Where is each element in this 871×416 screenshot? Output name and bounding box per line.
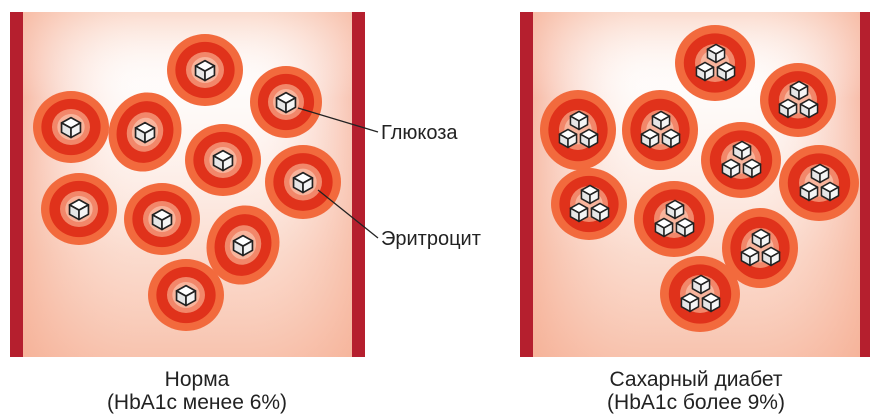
erythrocyte bbox=[675, 25, 755, 101]
glucose-cube-icon bbox=[214, 151, 233, 171]
glucose-cube-icon bbox=[559, 129, 576, 147]
glucose-cube-icon bbox=[779, 99, 796, 117]
vessel-wall-right bbox=[860, 12, 870, 357]
erythrocyte bbox=[41, 173, 117, 245]
caption-normal-title: Норма bbox=[47, 368, 347, 391]
glucose-cube-icon bbox=[70, 200, 89, 220]
glucose-cube-icon bbox=[800, 99, 817, 117]
glucose-cube-icon bbox=[196, 61, 215, 81]
glucose-cube-icon bbox=[570, 203, 587, 221]
glucose-cube-icon bbox=[652, 111, 669, 129]
glucose-cube-icon bbox=[821, 182, 838, 200]
glucose-cube-icon bbox=[666, 200, 683, 218]
erythrocyte-label: Эритроцит bbox=[381, 228, 481, 250]
glucose-cube-icon bbox=[800, 182, 817, 200]
glucose-cube-icon bbox=[277, 93, 296, 113]
glucose-cube-icon bbox=[177, 286, 196, 306]
caption-diabetes-hba1c: (HbA1c более 9%) bbox=[546, 391, 846, 414]
vessel-wall-left bbox=[520, 12, 533, 357]
glucose-cube-icon bbox=[702, 293, 719, 311]
erythrocyte bbox=[167, 34, 243, 106]
erythrocyte bbox=[760, 63, 836, 137]
glucose-cube-icon bbox=[707, 44, 724, 62]
glucose-cube-icon bbox=[153, 210, 172, 230]
erythrocyte bbox=[701, 122, 781, 198]
erythrocyte bbox=[779, 145, 859, 221]
glucose-cube-icon bbox=[655, 218, 672, 236]
vessel-wall-right bbox=[352, 12, 365, 357]
erythrocyte bbox=[622, 90, 698, 170]
glucose-label: Глюкоза bbox=[381, 122, 458, 144]
glucose-cube-icon bbox=[741, 247, 758, 265]
glucose-cube-icon bbox=[581, 185, 598, 203]
caption-normal: Норма (HbA1c менее 6%) bbox=[47, 368, 347, 414]
vessel-normal bbox=[10, 12, 365, 357]
caption-diabetes: Сахарный диабет (HbA1c более 9%) bbox=[546, 368, 846, 414]
caption-diabetes-title: Сахарный диабет bbox=[546, 368, 846, 391]
glucose-cube-icon bbox=[681, 293, 698, 311]
erythrocyte bbox=[124, 183, 200, 255]
glucose-cube-icon bbox=[136, 123, 155, 143]
glucose-cube-icon bbox=[591, 203, 608, 221]
caption-normal-hba1c: (HbA1c менее 6%) bbox=[47, 391, 347, 414]
glucose-cube-icon bbox=[752, 229, 769, 247]
glucose-cube-icon bbox=[743, 159, 760, 177]
vessel-diabetes bbox=[520, 12, 870, 357]
glucose-cube-icon bbox=[294, 173, 313, 193]
erythrocyte bbox=[551, 168, 627, 240]
glucose-cube-icon bbox=[692, 275, 709, 293]
glucose-cube-icon bbox=[662, 129, 679, 147]
glucose-cube-icon bbox=[696, 62, 713, 80]
glucose-cube-icon bbox=[676, 218, 693, 236]
erythrocyte bbox=[634, 181, 714, 257]
glucose-cube-icon bbox=[570, 111, 587, 129]
glucose-cube-icon bbox=[234, 236, 253, 256]
erythrocyte bbox=[185, 124, 261, 196]
glucose-cube-icon bbox=[641, 129, 658, 147]
glucose-cube-icon bbox=[62, 118, 81, 138]
erythrocyte bbox=[33, 91, 109, 163]
glucose-cube-icon bbox=[717, 62, 734, 80]
glucose-cube-icon bbox=[580, 129, 597, 147]
glucose-cube-icon bbox=[811, 164, 828, 182]
vessel-wall-left bbox=[10, 12, 23, 357]
erythrocyte bbox=[540, 90, 616, 170]
glucose-cube-icon bbox=[762, 247, 779, 265]
erythrocyte bbox=[148, 259, 224, 331]
erythrocyte bbox=[265, 145, 341, 219]
erythrocyte bbox=[660, 256, 740, 332]
glucose-cube-icon bbox=[790, 81, 807, 99]
glucose-cube-icon bbox=[722, 159, 739, 177]
erythrocyte bbox=[250, 66, 322, 138]
glucose-cube-icon bbox=[733, 141, 750, 159]
